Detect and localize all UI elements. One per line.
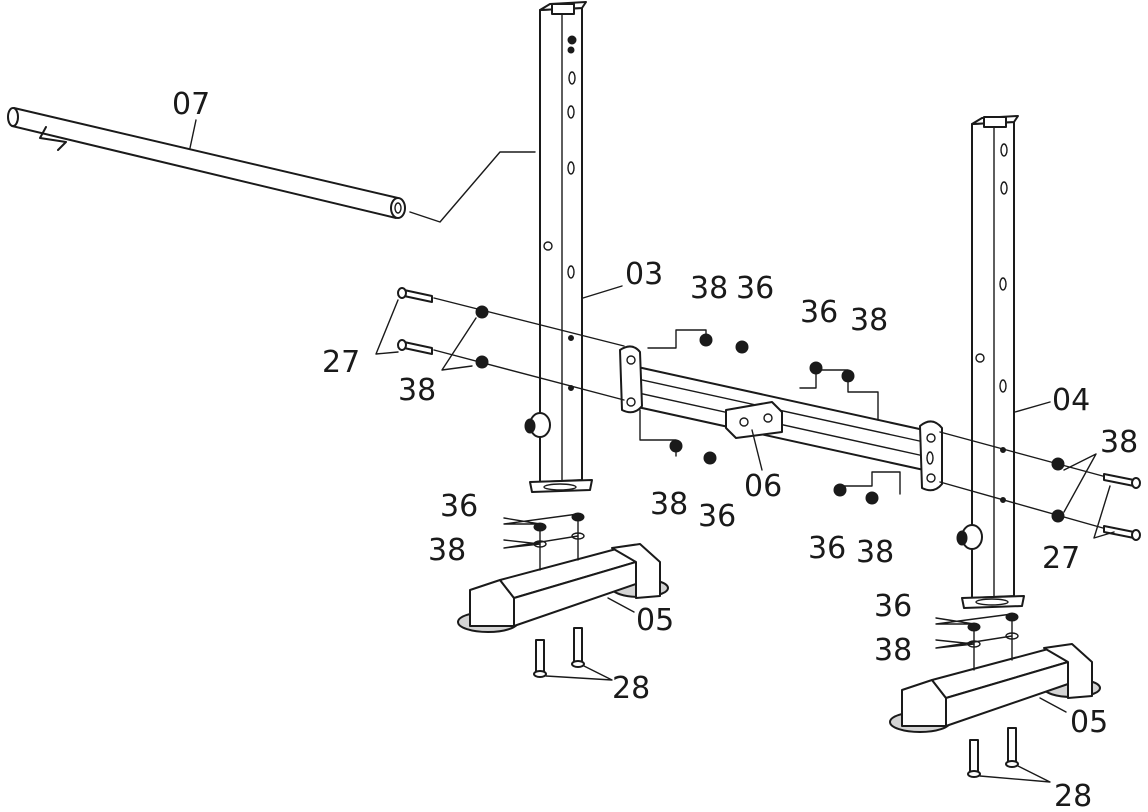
- base-foot-05-left: [457, 512, 669, 681]
- label-nut-36-top-b: 36: [800, 295, 838, 330]
- label-base-foot-05-left: 05: [636, 603, 674, 638]
- label-washer-38-foot-right: 38: [874, 633, 912, 668]
- label-bolt-27-left: 27: [322, 345, 360, 380]
- label-nut-36-bottom-a: 36: [698, 499, 736, 534]
- label-base-foot-05-right: 05: [1070, 705, 1108, 740]
- bolt-27-right: [1051, 453, 1141, 541]
- label-upright-04: 04: [1052, 383, 1090, 418]
- label-nut-36-foot-left: 36: [440, 489, 478, 524]
- upright-03: [524, 1, 623, 493]
- label-bolt-28-left: 28: [612, 671, 650, 706]
- upright-04: [956, 115, 1051, 609]
- bolt-27-left: [375, 287, 489, 371]
- label-washer-38-right: 38: [1100, 425, 1138, 460]
- label-nut-36-bottom-b: 36: [808, 531, 846, 566]
- rod-07: [7, 107, 536, 223]
- label-bolt-28-right: 28: [1054, 779, 1092, 812]
- label-crossbar-06: 06: [744, 469, 782, 504]
- label-nut-36-foot-right: 36: [874, 589, 912, 624]
- label-washer-38-top-b: 38: [850, 303, 888, 338]
- label-upright-03: 03: [625, 257, 663, 292]
- label-washer-38-bottom-b: 38: [856, 535, 894, 570]
- crossbar-hardware: [669, 333, 879, 505]
- label-rod-07: 07: [172, 87, 210, 122]
- crossbar-06: [619, 345, 943, 492]
- label-washer-38-top-a: 38: [690, 271, 728, 306]
- label-bolt-27-right: 27: [1042, 541, 1080, 576]
- base-foot-05-right: [889, 612, 1101, 783]
- label-washer-38-bottom-a: 38: [650, 487, 688, 522]
- label-nut-36-top-a: 36: [736, 271, 774, 306]
- label-washer-38-left: 38: [398, 373, 436, 408]
- label-washer-38-foot-left: 38: [428, 533, 466, 568]
